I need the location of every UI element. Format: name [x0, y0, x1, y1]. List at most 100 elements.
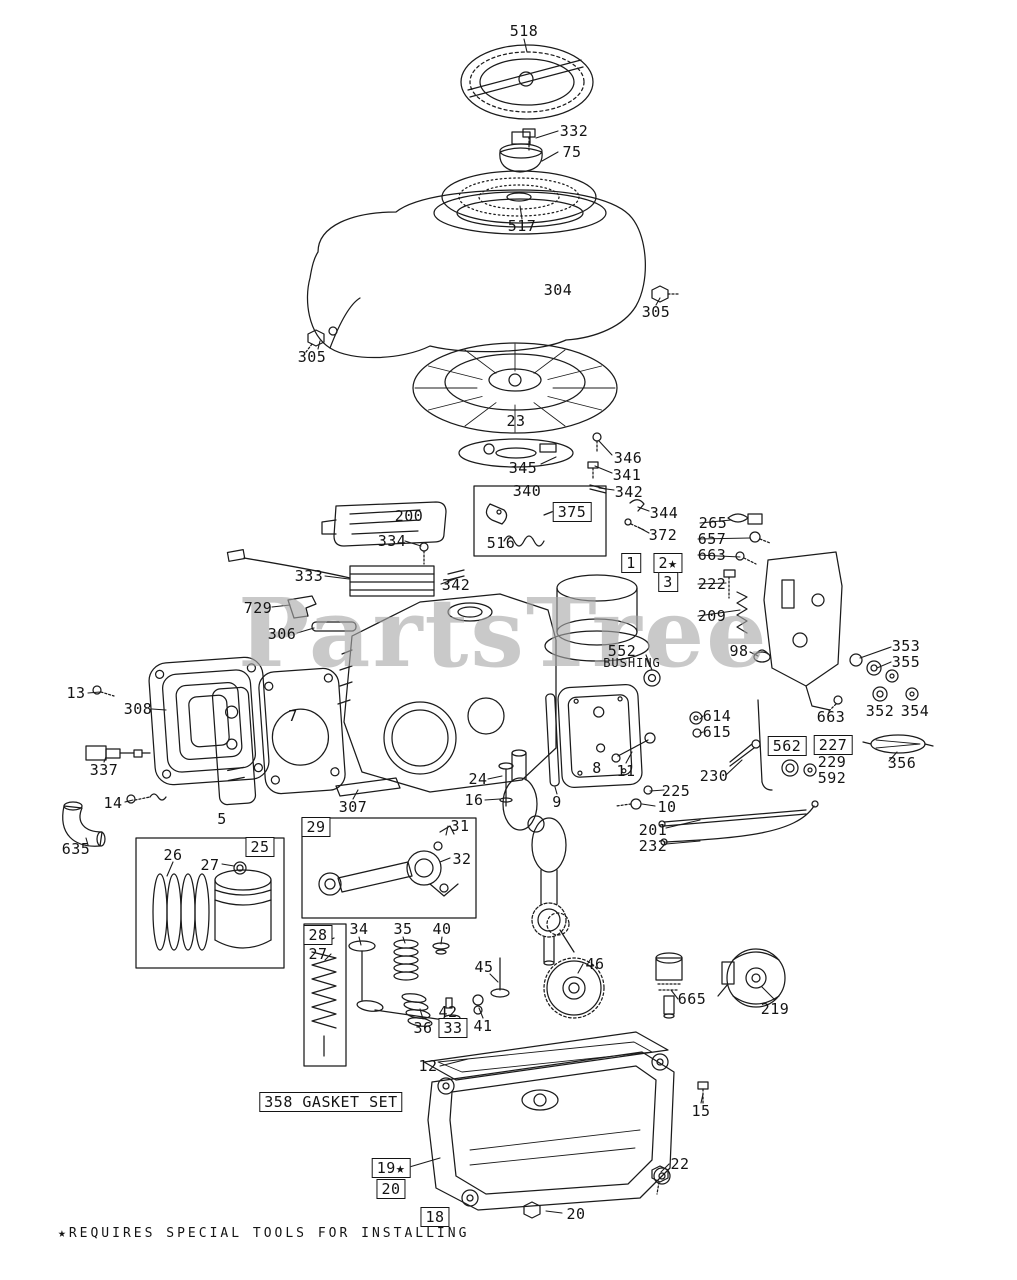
part-label-98: 98: [729, 642, 749, 660]
part-label-340: 340: [512, 482, 542, 500]
part-label-665: 665: [677, 990, 707, 1008]
breather-plate-drawing: [211, 686, 257, 806]
part-label-332: 332: [559, 122, 589, 140]
part-label-355: 355: [891, 653, 921, 671]
part-label-345: 345: [508, 459, 538, 477]
part-label-229: 229: [817, 753, 847, 771]
part-label-358-gasket-set: 358 GASKET SET: [259, 1092, 403, 1112]
part-label-20: 20: [376, 1179, 406, 1199]
part-label-23: 23: [506, 412, 526, 430]
part-label-26: 26: [163, 846, 183, 864]
lever-230-drawing: [729, 739, 761, 767]
part-label-27: 27: [308, 945, 328, 963]
breaker-assembly-drawing: [458, 438, 574, 468]
part-label-614: 614: [702, 707, 732, 725]
screw-222-drawing: [723, 569, 736, 599]
part-label-227: 227: [813, 735, 853, 755]
part-label-25: 25: [245, 837, 275, 857]
housing-bolt-left-drawing: [305, 329, 325, 353]
housing-bolt-right-drawing: [651, 285, 681, 303]
blower-housing-drawing: [306, 189, 646, 359]
part-label-209: 209: [697, 607, 727, 625]
links-drawing: [658, 800, 819, 846]
valves-drawing: [348, 939, 484, 1027]
oil-plug-drawing: [655, 952, 683, 1019]
part-label-225: 225: [661, 782, 691, 800]
part-label-341: 341: [612, 466, 642, 484]
screw-14-drawing: [126, 793, 167, 804]
rotating-screen-drawing: [441, 170, 597, 224]
part-label-22: 22: [670, 1155, 690, 1173]
part-label-45: 45: [474, 958, 494, 976]
crankcase-cover-drawing: [557, 683, 643, 789]
part-label-663: 663: [816, 708, 846, 726]
cylinder-block-drawing: [335, 593, 557, 797]
armature-drawing: [226, 549, 465, 597]
intake-bracket-drawing: [287, 595, 357, 632]
part-label-8: 8: [592, 759, 602, 777]
part-label-200: 200: [394, 507, 424, 525]
spring-356-drawing: [862, 734, 934, 754]
part-label-33: 33: [438, 1018, 468, 1038]
part-label-19-: 19★: [371, 1158, 411, 1178]
part-label-552: 552: [607, 642, 637, 660]
part-label-222: 222: [697, 575, 727, 593]
part-label-657: 657: [697, 530, 727, 548]
part-label-29: 29: [301, 817, 331, 837]
part-label-353: 353: [891, 637, 921, 655]
head-gasket-drawing: [258, 667, 346, 795]
starter-clutch-drawing: [499, 128, 543, 173]
shaft-drawing: [498, 762, 514, 807]
leader-lines: [85, 38, 898, 1214]
part-label-354: 354: [900, 702, 930, 720]
part-label-18: 18: [420, 1207, 450, 1227]
part-label-516: 516: [486, 534, 516, 552]
bolt-22-drawing: [651, 1165, 669, 1195]
part-label-41: 41: [473, 1017, 493, 1035]
part-label-9: 9: [552, 793, 562, 811]
part-label-36: 36: [413, 1019, 433, 1037]
part-label-372: 372: [648, 526, 678, 544]
part-label-7: 7: [288, 707, 298, 725]
part-label-230: 230: [699, 767, 729, 785]
part-label-10: 10: [657, 798, 677, 816]
part-label-663: 663: [697, 546, 727, 564]
governor-drawing: [717, 948, 786, 1008]
part-label-40: 40: [432, 920, 452, 938]
control-plate-drawing: [321, 501, 447, 565]
part-label-31: 31: [450, 817, 470, 835]
part-label-352: 352: [865, 702, 895, 720]
part-label-307: 307: [338, 798, 368, 816]
oil-sump-drawing: [423, 1031, 675, 1219]
part-label-2-: 2★: [653, 553, 683, 573]
part-label-13: 13: [66, 684, 86, 702]
part-label-305: 305: [641, 303, 671, 321]
governor-lever-drawing: [611, 732, 656, 763]
part-label-46: 46: [585, 955, 605, 973]
part-label-308: 308: [123, 700, 153, 718]
part-label-232: 232: [638, 837, 668, 855]
screw-13-drawing: [92, 685, 115, 697]
part-label-1: 1: [621, 553, 641, 573]
washers-562-drawing: [757, 699, 817, 791]
part-label-75: 75: [562, 143, 582, 161]
cylinder-head-drawing: [148, 656, 270, 786]
part-label-201: 201: [638, 821, 668, 839]
part-label-518: 518: [509, 22, 539, 40]
screw-10-drawing: [615, 785, 653, 810]
part-label-517: 517: [507, 217, 537, 235]
part-label-42: 42: [438, 1003, 458, 1021]
part-label-12: 12: [418, 1057, 438, 1075]
part-label-615: 615: [702, 723, 732, 741]
piston-group-drawing: [135, 837, 285, 969]
part-label-bushing: BUSHING: [603, 656, 661, 670]
part-label-337: 337: [89, 761, 119, 779]
part-label-219: 219: [760, 1000, 790, 1018]
part-label-562: 562: [767, 736, 807, 756]
part-label-306: 306: [267, 625, 297, 643]
part-label-32: 32: [452, 850, 472, 868]
part-label-305: 305: [297, 348, 327, 366]
part-label-729: 729: [243, 599, 273, 617]
